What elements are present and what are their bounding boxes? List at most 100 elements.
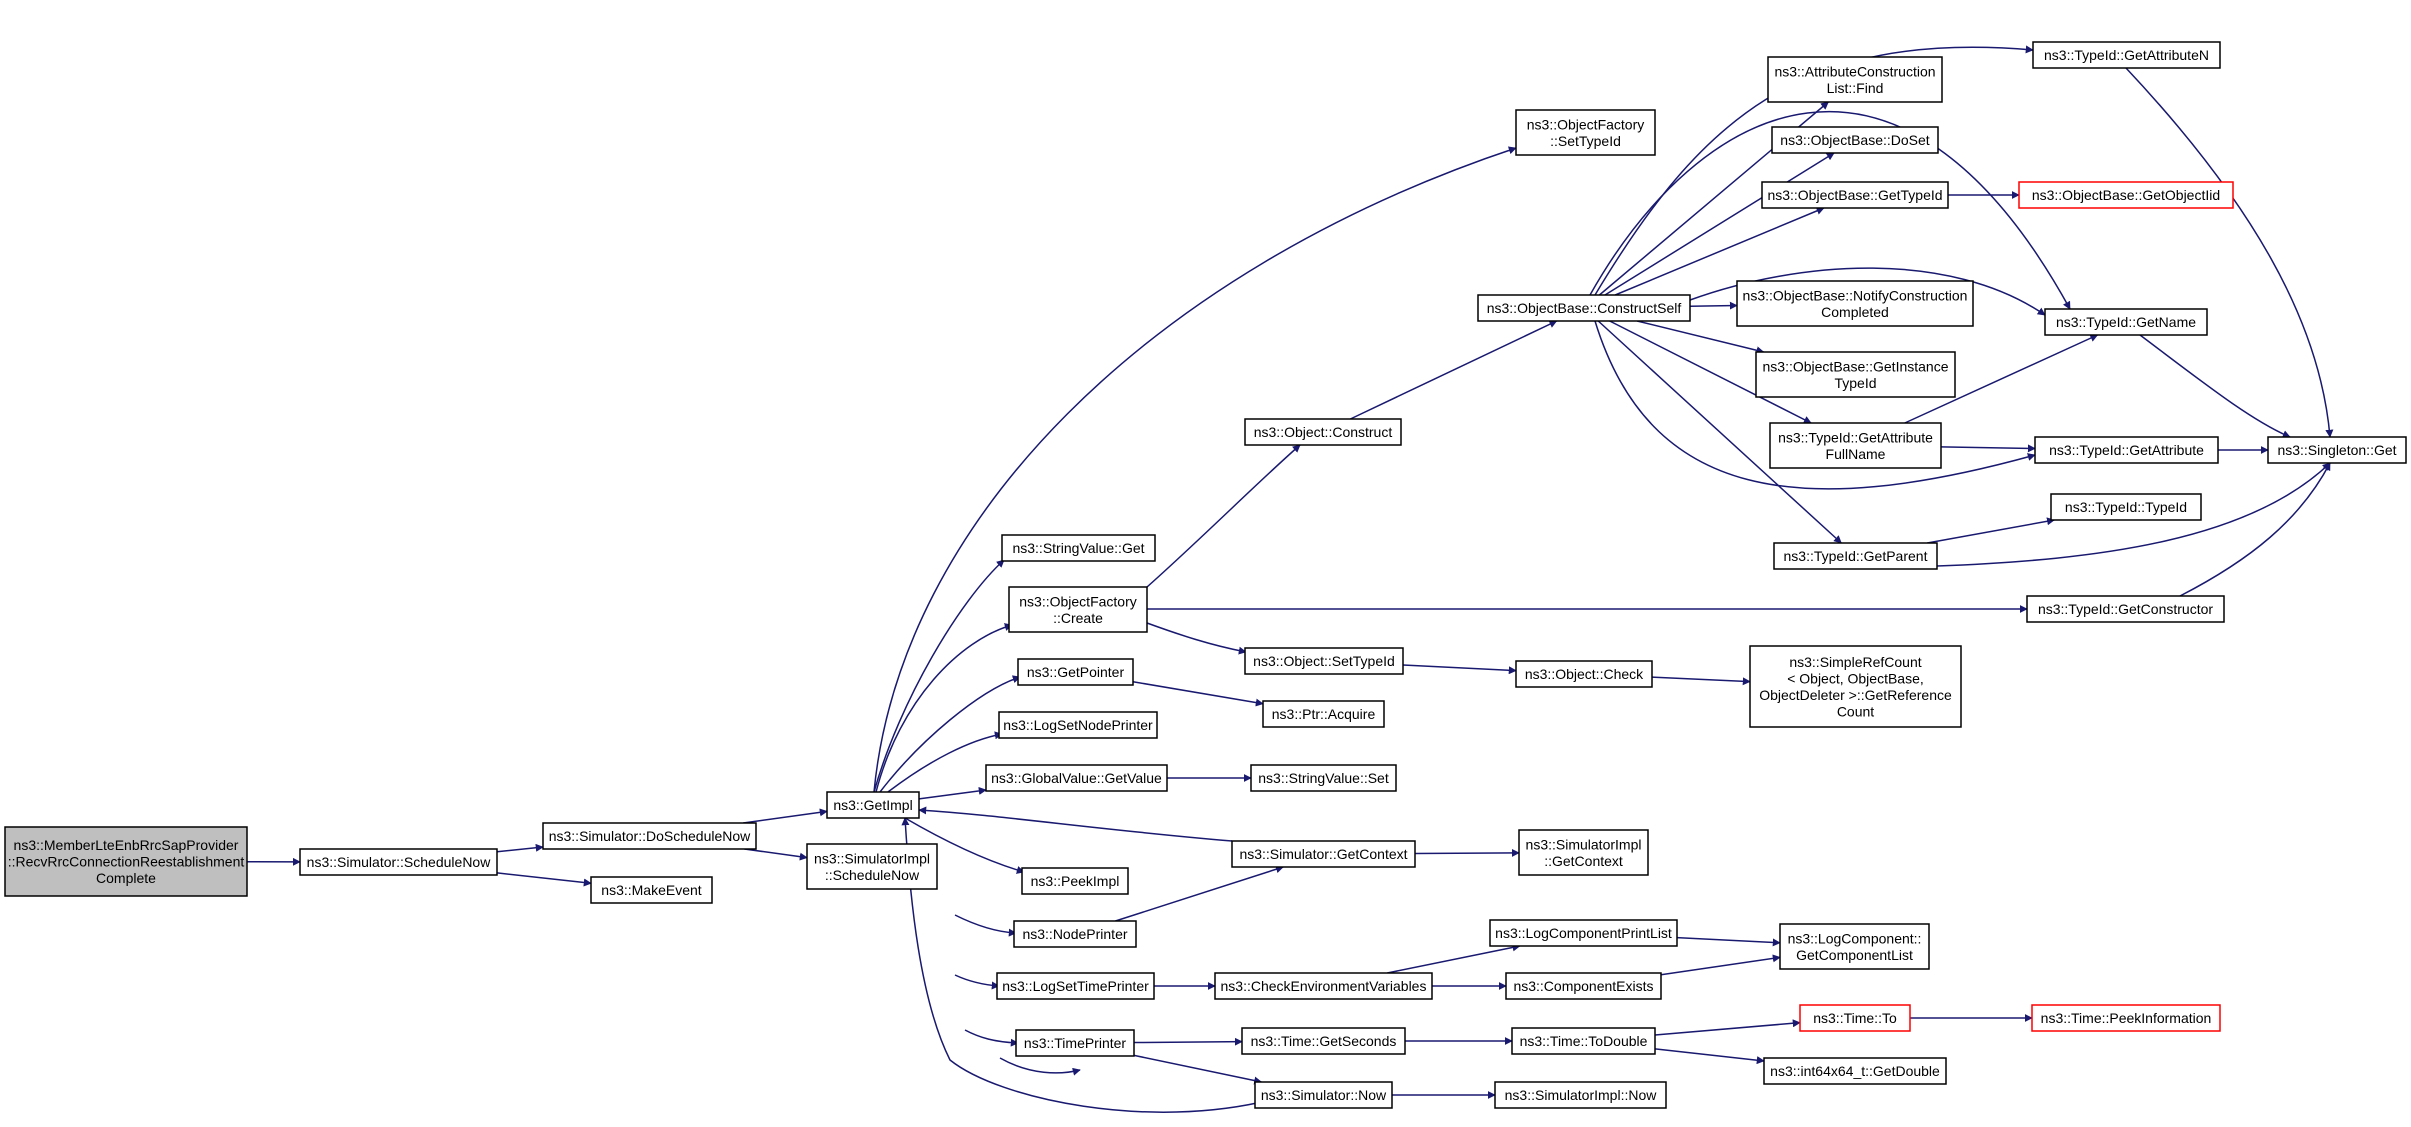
node-label: ::ScheduleNow xyxy=(825,867,920,883)
node-box xyxy=(1244,418,1402,446)
edge-getImpl-to-peekImpl xyxy=(904,817,1025,874)
node-label: ns3::ObjectBase::DoSet xyxy=(1780,132,1930,148)
node-box xyxy=(590,876,713,904)
node-box xyxy=(1494,1081,1667,1109)
edge-nodePrinter-to-simGetContext xyxy=(1115,865,1284,922)
edge-getImpl-to-logSetTimePrinter xyxy=(954,974,1000,990)
node-simImplScheduleNow[interactable]: ns3::SimulatorImpl::ScheduleNow xyxy=(806,843,938,890)
edge-objectSetTypeId-to-objectCheck xyxy=(1402,664,1517,675)
edge-constructSelf-to-tidGetAttributeFullName xyxy=(1609,320,1812,424)
node-logSetNodePrinter[interactable]: ns3::LogSetNodePrinter xyxy=(998,711,1158,739)
node-getPointer[interactable]: ns3::GetPointer xyxy=(1017,658,1134,686)
node-box xyxy=(1489,919,1678,947)
edge-timeToDouble-to-int64GetDouble xyxy=(1654,1048,1765,1065)
node-stringValueGet[interactable]: ns3::StringValue::Get xyxy=(1001,534,1156,562)
node-box xyxy=(1001,534,1156,562)
node-label: ns3::LogSetNodePrinter xyxy=(1003,717,1153,733)
node-checkEnv[interactable]: ns3::CheckEnvironmentVariables xyxy=(1214,972,1433,1000)
node-simGetContext[interactable]: ns3::Simulator::GetContext xyxy=(1231,840,1416,868)
node-box xyxy=(1008,586,1148,633)
edge-constructSelf-to-obDoSet xyxy=(1604,152,1835,296)
node-box xyxy=(2034,436,2219,464)
node-label: ns3::NodePrinter xyxy=(1022,926,1127,942)
node-timePrinter[interactable]: ns3::TimePrinter xyxy=(1015,1029,1135,1057)
node-box xyxy=(826,791,920,819)
node-logCompPrintList[interactable]: ns3::LogComponentPrintList xyxy=(1489,919,1678,947)
node-logCompGetList[interactable]: ns3::LogComponent::GetComponentList xyxy=(1779,923,1930,970)
edge-ofCreate-to-objectSetTypeId xyxy=(1146,622,1247,655)
node-box xyxy=(2267,436,2407,464)
node-int64GetDouble[interactable]: ns3::int64x64_t::GetDouble xyxy=(1763,1057,1947,1085)
node-obGetObjectIid[interactable]: ns3::ObjectBase::GetObjectIid xyxy=(2018,181,2234,209)
node-objectCheck[interactable]: ns3::Object::Check xyxy=(1515,660,1653,688)
node-logSetTimePrinter[interactable]: ns3::LogSetTimePrinter xyxy=(996,972,1155,1000)
node-obGetTypeId[interactable]: ns3::ObjectBase::GetTypeId xyxy=(1761,181,1949,209)
edge-simGetContext-to-getImpl xyxy=(918,806,1233,842)
node-objectConstruct[interactable]: ns3::Object::Construct xyxy=(1244,418,1402,446)
graph-edges xyxy=(246,45,2334,1113)
node-label: ns3::ObjectBase::ConstructSelf xyxy=(1487,300,1682,316)
node-label: ns3::Singleton::Get xyxy=(2277,442,2396,458)
node-label: ns3::TypeId::GetParent xyxy=(1784,548,1928,564)
node-tidGetParent[interactable]: ns3::TypeId::GetParent xyxy=(1773,542,1938,570)
node-gvGetValue[interactable]: ns3::GlobalValue::GetValue xyxy=(985,764,1168,792)
node-stringValueSet[interactable]: ns3::StringValue::Set xyxy=(1250,764,1397,792)
node-box xyxy=(1773,542,1938,570)
node-singletonGet[interactable]: ns3::Singleton::Get xyxy=(2267,436,2407,464)
node-simpleRefCount[interactable]: ns3::SimpleRefCount< Object, ObjectBase,… xyxy=(1749,645,1962,728)
node-label: ns3::MemberLteEnbRrcSapProvider xyxy=(14,837,239,853)
node-box xyxy=(1771,126,1939,154)
node-getImpl[interactable]: ns3::GetImpl xyxy=(826,791,920,819)
node-tidGetAttribute[interactable]: ns3::TypeId::GetAttribute xyxy=(2034,436,2219,464)
node-tidGetConstructor[interactable]: ns3::TypeId::GetConstructor xyxy=(2026,595,2225,623)
node-tidGetName[interactable]: ns3::TypeId::GetName xyxy=(2044,308,2208,336)
node-simImplNow[interactable]: ns3::SimulatorImpl::Now xyxy=(1494,1081,1667,1109)
node-label: ns3::TimePrinter xyxy=(1024,1035,1127,1051)
node-label: ns3::AttributeConstruction xyxy=(1774,63,1935,79)
node-simImplGetContext[interactable]: ns3::SimulatorImpl::GetContext xyxy=(1518,829,1649,876)
node-simNow[interactable]: ns3::Simulator::Now xyxy=(1254,1081,1393,1109)
node-constructSelf[interactable]: ns3::ObjectBase::ConstructSelf xyxy=(1477,294,1691,322)
node-box xyxy=(1755,351,1956,398)
node-root[interactable]: ns3::MemberLteEnbRrcSapProvider::RecvRrc… xyxy=(4,826,248,897)
node-ptrAcquire[interactable]: ns3::Ptr::Acquire xyxy=(1262,700,1385,728)
node-scheduleNow[interactable]: ns3::Simulator::ScheduleNow xyxy=(299,848,498,876)
node-label: TypeId xyxy=(1834,375,1876,391)
node-nodePrinter[interactable]: ns3::NodePrinter xyxy=(1013,920,1137,948)
node-box xyxy=(2026,595,2225,623)
node-timeTo[interactable]: ns3::Time::To xyxy=(1799,1004,1911,1032)
node-timePeekInformation[interactable]: ns3::Time::PeekInformation xyxy=(2031,1004,2221,1032)
node-timeGetSeconds[interactable]: ns3::Time::GetSeconds xyxy=(1241,1027,1406,1055)
node-label: ns3::ObjectFactory xyxy=(1527,116,1645,132)
edge-ofCreate-to-objectConstruct xyxy=(1146,444,1301,588)
node-label: ::Create xyxy=(1053,610,1103,626)
edge-doScheduleNow-to-simImplScheduleNow xyxy=(744,848,808,861)
node-ofCreate[interactable]: ns3::ObjectFactory::Create xyxy=(1008,586,1148,633)
node-tidTypeId[interactable]: ns3::TypeId::TypeId xyxy=(2050,493,2202,521)
node-obDoSet[interactable]: ns3::ObjectBase::DoSet xyxy=(1771,126,1939,154)
node-box xyxy=(1505,972,1662,1000)
node-objectSetTypeId[interactable]: ns3::Object::SetTypeId xyxy=(1244,647,1404,675)
node-timeToDouble[interactable]: ns3::Time::ToDouble xyxy=(1511,1027,1656,1055)
node-makeEvent[interactable]: ns3::MakeEvent xyxy=(590,876,713,904)
node-label: GetComponentList xyxy=(1796,947,1913,963)
edge-tidGetParent-to-singletonGet xyxy=(1936,462,2331,567)
node-label: ::RecvRrcConnectionReestablishment xyxy=(8,854,245,870)
node-tidGetAttributeN[interactable]: ns3::TypeId::GetAttributeN xyxy=(2032,41,2221,69)
node-ofSetTypeId[interactable]: ns3::ObjectFactory::SetTypeId xyxy=(1515,109,1656,156)
edge-getImpl-to-getImpl xyxy=(999,1057,1081,1076)
node-obNotifyConstruction[interactable]: ns3::ObjectBase::NotifyConstructionCompl… xyxy=(1736,280,1974,327)
node-label: ns3::int64x64_t::GetDouble xyxy=(1770,1063,1940,1079)
node-doScheduleNow[interactable]: ns3::Simulator::DoScheduleNow xyxy=(542,822,757,850)
edge-scheduleNow-to-makeEvent xyxy=(496,872,592,887)
node-componentExists[interactable]: ns3::ComponentExists xyxy=(1505,972,1662,1000)
node-box xyxy=(1779,923,1930,970)
edge-checkEnv-to-logCompPrintList xyxy=(1387,943,1521,974)
edge-tidGetAttributeFullName-to-tidGetName xyxy=(1904,334,2099,424)
edge-tidGetAttributeN-to-singletonGet xyxy=(2125,67,2334,438)
node-peekImpl[interactable]: ns3::PeekImpl xyxy=(1021,867,1129,895)
